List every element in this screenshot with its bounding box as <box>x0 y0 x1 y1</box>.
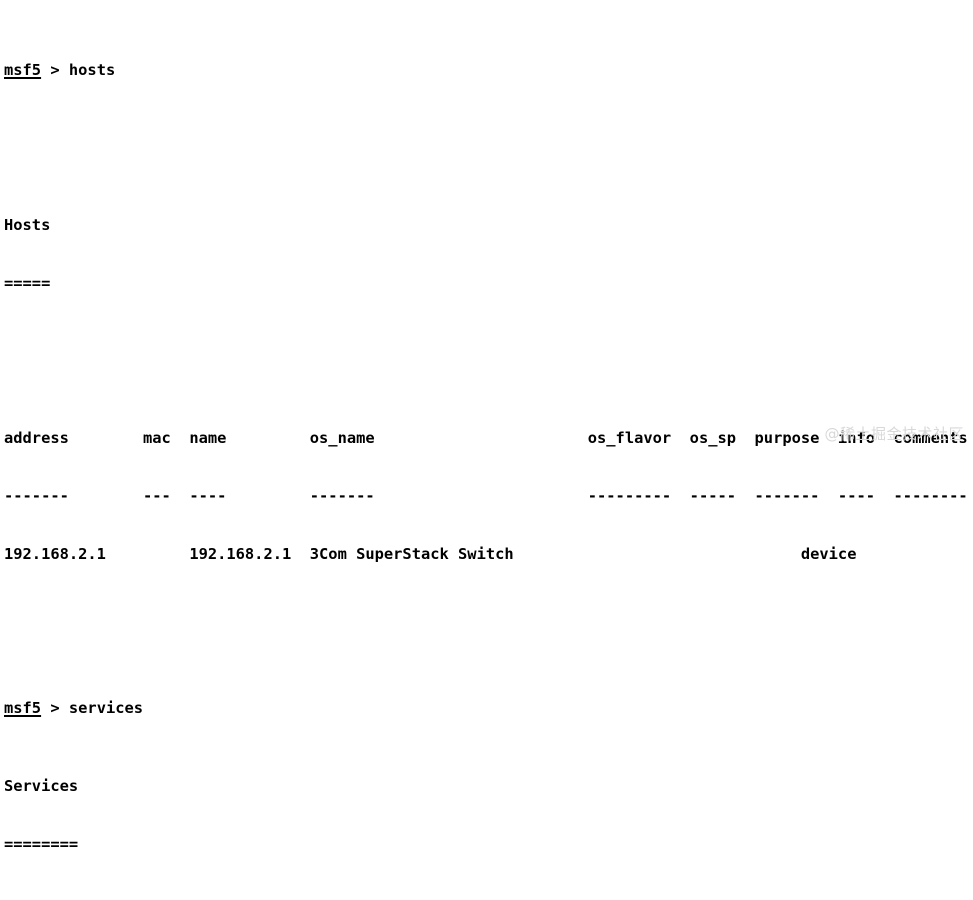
hosts-table-header: address mac name os_name os_flavor os_sp… <box>4 428 968 447</box>
blank-line <box>4 138 968 157</box>
hosts-table-row: 192.168.2.1 192.168.2.1 3Com SuperStack … <box>4 544 857 563</box>
hosts-table-rule: ------- --- ---- ------- --------- -----… <box>4 486 968 505</box>
terminal-window[interactable]: msf5 > hosts Hosts ===== address mac nam… <box>0 0 973 853</box>
services-title: Services <box>4 776 79 795</box>
command-hosts: hosts <box>68 61 116 80</box>
blank-line <box>4 351 968 370</box>
terminal-output: msf5 > hosts Hosts ===== address mac nam… <box>4 3 968 900</box>
prompt-line-hosts: msf5 > hosts <box>4 61 968 80</box>
prompt-line-services: msf5 > services <box>4 699 968 718</box>
prompt-label: msf5 <box>4 699 42 718</box>
command-services: services <box>68 699 144 718</box>
hosts-title-underline: ===== <box>4 273 51 292</box>
prompt-symbol: > <box>41 699 69 718</box>
watermark-label: @稀土掘金技术社区 <box>824 425 964 443</box>
blank-line <box>4 622 968 641</box>
services-title-underline: ======== <box>4 834 79 853</box>
prompt-label: msf5 <box>4 61 42 80</box>
prompt-symbol: > <box>41 61 69 80</box>
hosts-title: Hosts <box>4 215 51 234</box>
